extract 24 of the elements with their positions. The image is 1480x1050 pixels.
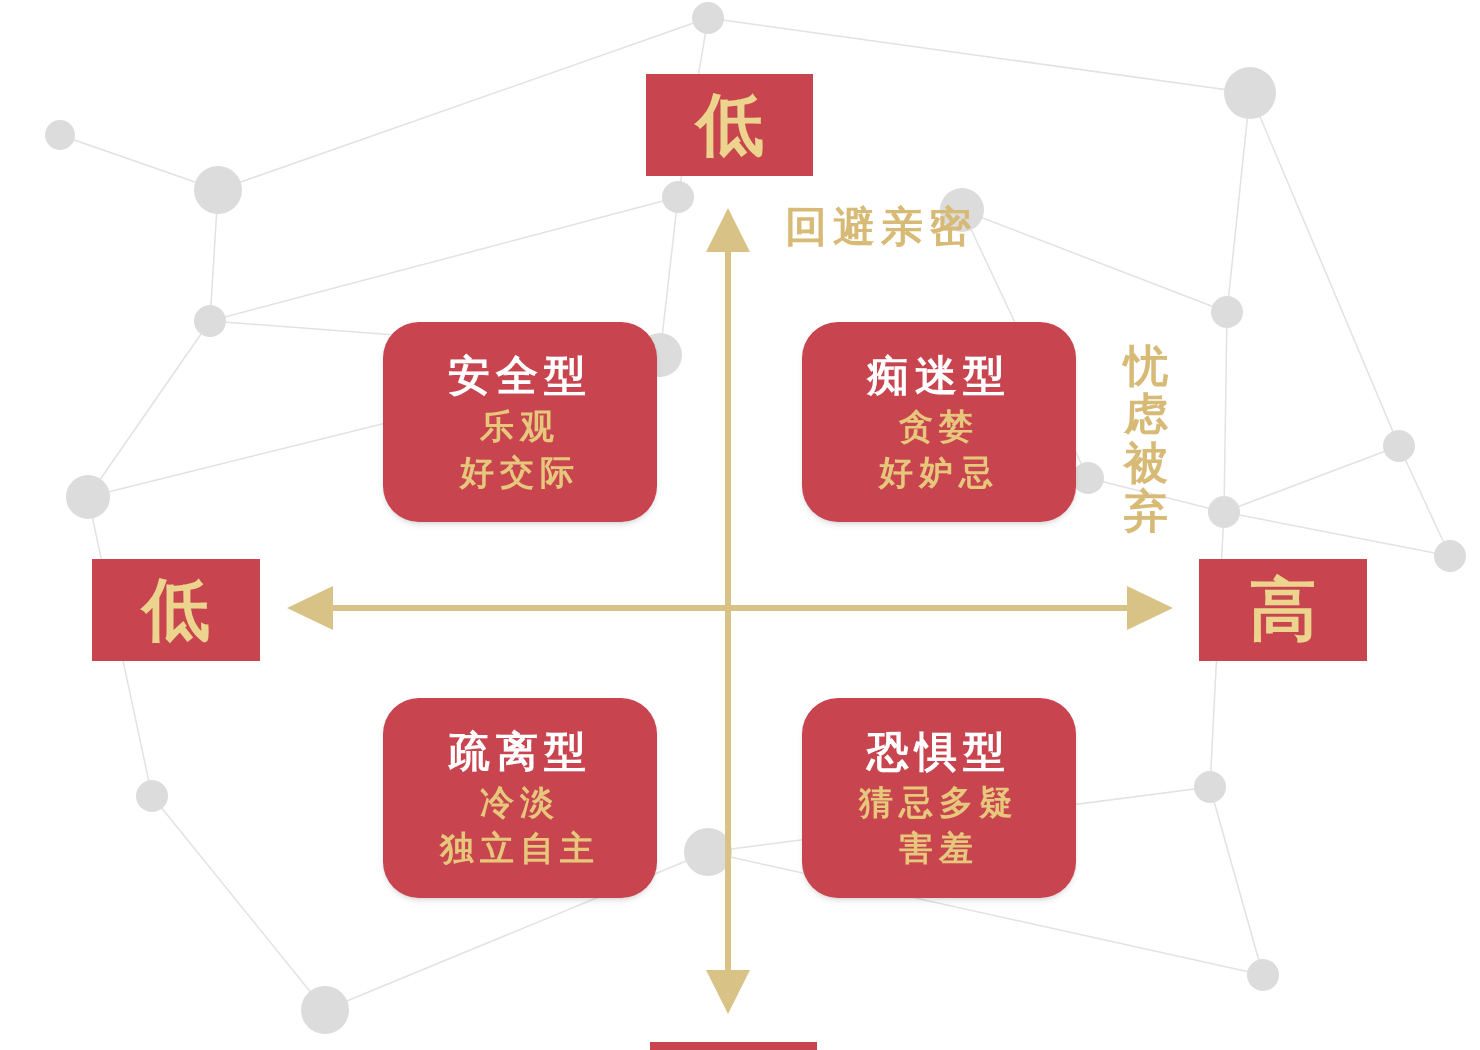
quadrant-card bbox=[802, 698, 1076, 898]
type-title: 安全型 bbox=[448, 350, 592, 402]
axis-end-box bbox=[1199, 559, 1367, 661]
trait-text: 害羞 bbox=[899, 827, 979, 870]
quadrant-card bbox=[802, 322, 1076, 522]
trait-text: 乐观 bbox=[480, 405, 560, 448]
quadrant-card bbox=[383, 322, 657, 522]
type-title: 痴迷型 bbox=[867, 350, 1011, 402]
axis-label: 回避亲密 bbox=[785, 206, 977, 248]
trait-text: 好妒忌 bbox=[879, 451, 999, 494]
axis-label: 忧虑被弃 bbox=[1124, 342, 1168, 536]
axis-end-label: 低 bbox=[695, 91, 764, 159]
trait-text: 贪婪 bbox=[899, 405, 979, 448]
trait-text: 独立自主 bbox=[440, 827, 600, 870]
axis-end-box bbox=[646, 74, 813, 176]
type-title: 疏离型 bbox=[448, 726, 592, 778]
type-title: 恐惧型 bbox=[867, 726, 1011, 778]
trait-text: 好交际 bbox=[460, 451, 580, 494]
quadrant-card bbox=[383, 698, 657, 898]
axis-end-box bbox=[92, 559, 260, 661]
trait-text: 猜忌多疑 bbox=[859, 781, 1019, 824]
axis-end-label: 低 bbox=[142, 576, 210, 644]
axis-end-label: 高 bbox=[1249, 576, 1317, 644]
trait-text: 冷淡 bbox=[480, 781, 560, 824]
